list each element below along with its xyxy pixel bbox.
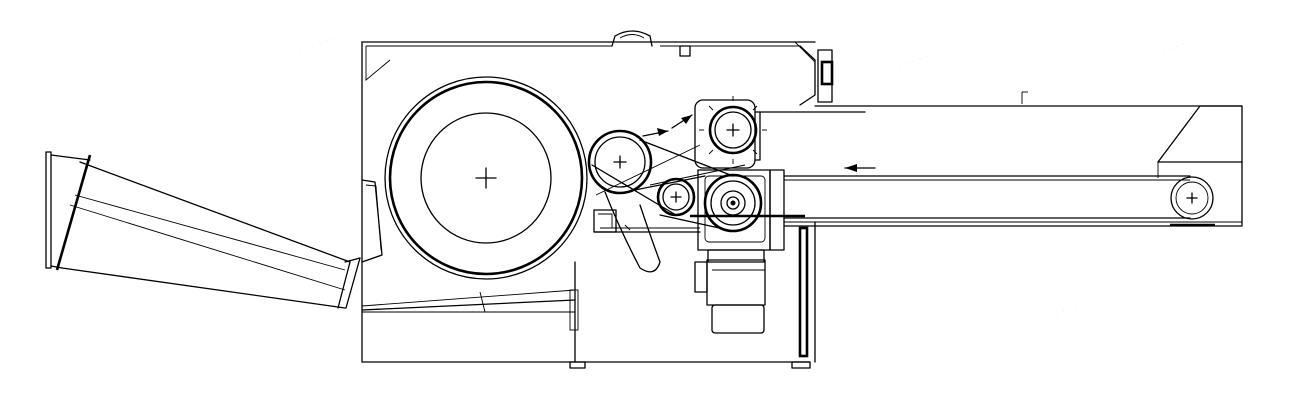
gear-motor-icon [694,249,766,334]
drive-belts [591,139,746,233]
drive-pulley-icon [697,169,785,251]
tail-pulley-icon [1170,176,1215,227]
feed-roller-icon [587,129,661,273]
conveyor-belt-icon [690,91,1243,227]
main-cylinder-icon [384,76,588,280]
svg-text:· · · · · ·: · · · · · · [1047,297,1088,322]
transfer-roller-icon [694,96,767,169]
feed-hopper-icon [45,151,361,309]
main-cabinet [361,30,834,369]
feed-direction-arrow-icon [642,114,693,137]
svg-text:· · · · · ·: · · · · · · [1147,37,1188,62]
svg-text:· · · · · ·: · · · · · · [897,47,938,72]
direction-arrow-icon [844,164,876,172]
svg-text:· · · · · ·: · · · · · · [297,32,338,57]
